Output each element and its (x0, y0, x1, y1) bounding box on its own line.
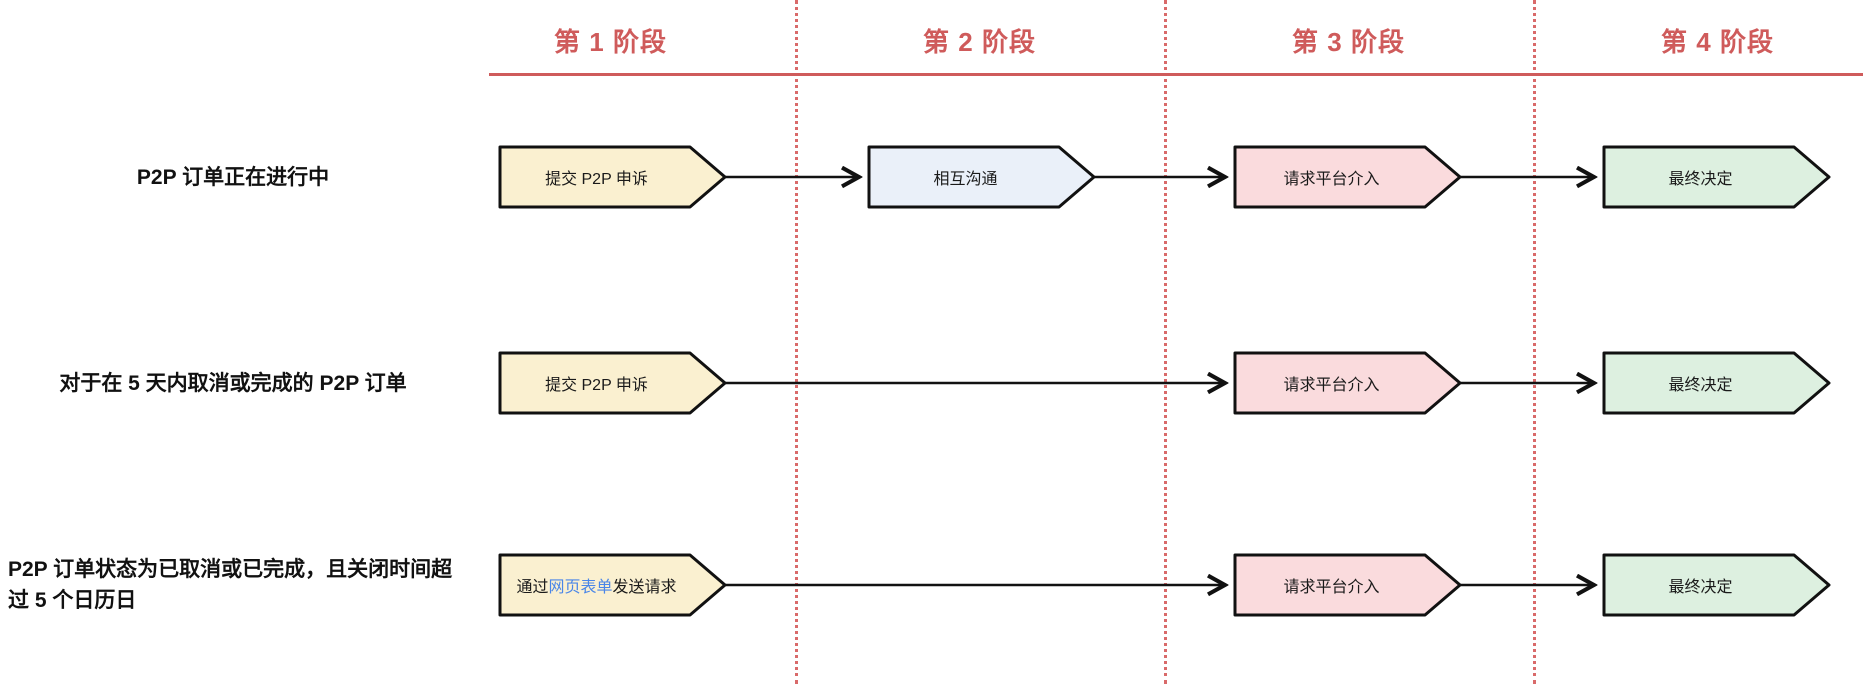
flow-arrow (1094, 167, 1232, 187)
row-3-condition-label: P2P 订单状态为已取消或已完成，且关闭时间超 过 5 个日历日 (8, 552, 458, 618)
row-2-step-submit-appeal: 提交 P2P 申诉 (497, 350, 728, 416)
stage-separator-2 (1164, 0, 1167, 684)
step-label: 提交 P2P 申诉 (545, 171, 648, 188)
row-1-step-submit-appeal: 提交 P2P 申诉 (497, 144, 728, 210)
stage-header-1: 第 1 阶段 (554, 27, 667, 57)
row-2-step-platform-intervention: 请求平台介入 (1232, 350, 1463, 416)
pentagon-shape (498, 553, 727, 617)
row-2-condition-text: 对于在 5 天内取消或完成的 P2P 订单 (59, 371, 407, 395)
row-3-condition-line2: 过 5 个日历日 (8, 589, 137, 612)
pentagon-shape (867, 145, 1096, 209)
step-label: 最终决定 (1668, 171, 1733, 188)
row-1-step-platform-intervention: 请求平台介入 (1232, 144, 1463, 210)
pentagon-shape (498, 351, 727, 415)
row-1-step-communicate: 相互沟通 (866, 144, 1097, 210)
stage-header-4: 第 4 阶段 (1661, 27, 1774, 57)
step-label: 相互沟通 (933, 171, 998, 188)
stage-separator-1 (795, 0, 798, 684)
row-1-step-final-decision: 最终决定 (1601, 144, 1832, 210)
pentagon-shape (1602, 553, 1831, 617)
row-1-condition-label: P2P 订单正在进行中 (8, 144, 458, 210)
step-label: 通过网页表单发送请求 (503, 552, 690, 618)
row-1-condition-text: P2P 订单正在进行中 (136, 165, 330, 189)
step-label: 请求平台介入 (1283, 579, 1380, 596)
row-2-condition-label: 对于在 5 天内取消或完成的 P2P 订单 (8, 350, 458, 416)
flow-arrow-long (725, 575, 1232, 595)
row-3-step-final-decision: 最终决定 (1601, 552, 1832, 618)
flow-arrow (1460, 373, 1601, 393)
stage-separator-3 (1533, 0, 1536, 684)
step-text-prefix: 通过 (516, 579, 549, 596)
flow-arrow (725, 167, 866, 187)
stage-header-underline (489, 73, 1863, 76)
pentagon-shape (1233, 145, 1462, 209)
step-label: 最终决定 (1668, 377, 1733, 394)
pentagon-shape (1233, 553, 1462, 617)
pentagon-shape (1602, 351, 1831, 415)
row-3-step-web-form-request: 通过网页表单发送请求 (497, 552, 728, 618)
row-3-step-platform-intervention: 请求平台介入 (1232, 552, 1463, 618)
pentagon-shape (1233, 351, 1462, 415)
flow-arrow (1460, 575, 1601, 595)
flow-arrow-long (725, 373, 1232, 393)
step-text-suffix: 发送请求 (612, 579, 677, 596)
stage-header-2: 第 2 阶段 (923, 27, 1036, 57)
flow-arrow (1460, 167, 1601, 187)
step-label: 请求平台介入 (1283, 377, 1380, 394)
row-2-step-final-decision: 最终决定 (1601, 350, 1832, 416)
web-form-link[interactable]: 网页表单 (548, 579, 613, 596)
stage-header-3: 第 3 阶段 (1292, 27, 1405, 57)
step-label: 请求平台介入 (1283, 171, 1380, 188)
pentagon-shape (1602, 145, 1831, 209)
step-label: 提交 P2P 申诉 (545, 377, 648, 394)
row-3-condition-line1: P2P 订单状态为已取消或已完成，且关闭时间超 (8, 558, 453, 581)
pentagon-shape (498, 145, 727, 209)
step-label: 最终决定 (1668, 579, 1733, 596)
